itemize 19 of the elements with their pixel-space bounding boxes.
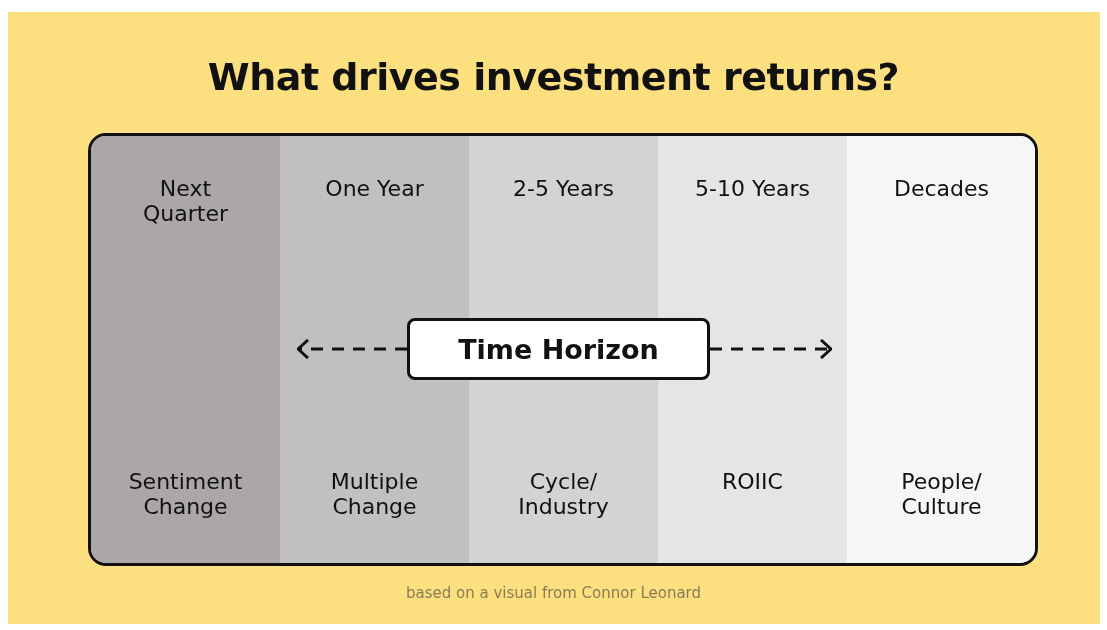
driver-label: Multiple Change [329, 469, 420, 519]
time-column [91, 136, 280, 563]
driver-label: ROIIC [721, 469, 784, 494]
column-heading: Decades [893, 176, 990, 201]
box-label: Time Horizon [458, 333, 659, 365]
driver-label: People/ Culture [900, 469, 983, 519]
driver-label: Sentiment Change [127, 469, 244, 519]
caption: based on a visual from Connor Leonard [405, 584, 702, 602]
diagram-panel [88, 133, 1038, 566]
column-heading: 5-10 Years [694, 176, 811, 201]
column-heading: Next Quarter [142, 176, 229, 226]
time-column [658, 136, 847, 563]
column-heading: One Year [324, 176, 425, 201]
dashed-arrow [710, 338, 833, 360]
driver-label: Cycle/ Industry [517, 469, 610, 519]
column-heading: 2-5 Years [512, 176, 615, 201]
label-box [407, 318, 710, 380]
dashed-arrow [296, 338, 407, 360]
title: What drives investment returns? [206, 55, 901, 99]
